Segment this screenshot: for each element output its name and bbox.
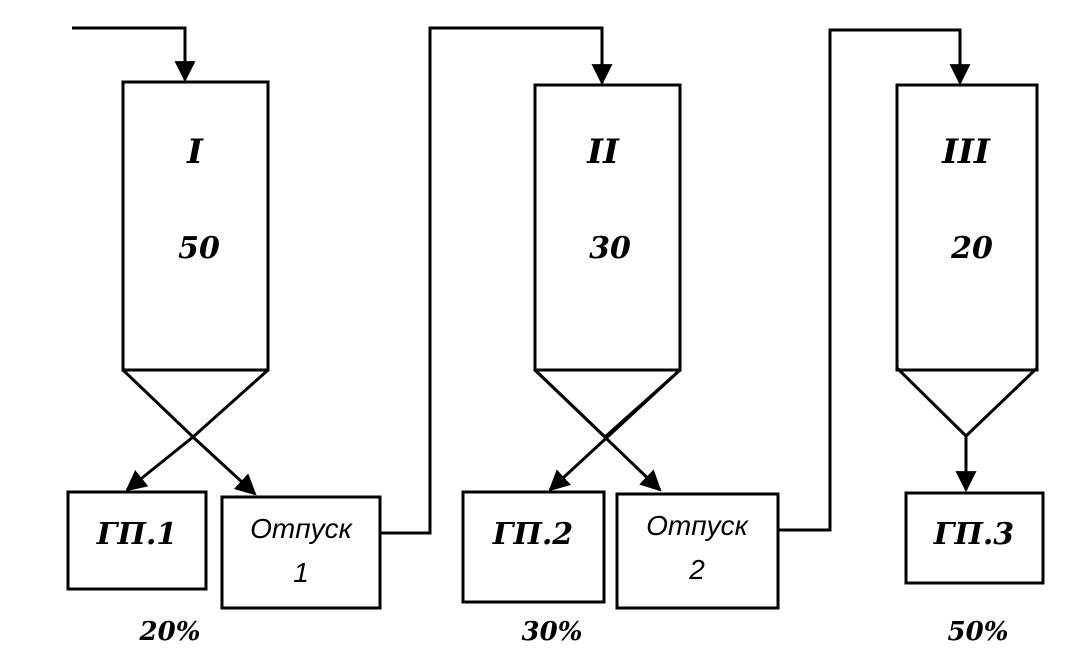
release-2-line2: 2 (688, 554, 705, 585)
stage-2-label: II (586, 132, 620, 172)
arrow-stage-2-to-release-2 (533, 368, 662, 492)
gp2-label: ГП.2 (492, 517, 573, 552)
gp3-label: ГП.3 (933, 517, 1014, 552)
stage-1-cone (121, 368, 269, 440)
arrow-stage-2-to-gp2 (548, 368, 682, 492)
inflow-arrow (72, 26, 196, 83)
stage-2-cone (533, 368, 681, 440)
release-1-line2: 1 (293, 557, 309, 588)
stage-1-vessel (121, 80, 270, 372)
gp1-label: ГП.1 (96, 517, 177, 552)
gp1-box (66, 490, 208, 591)
stage-2-vessel (533, 83, 682, 372)
gp2-percent: 30% (522, 617, 583, 647)
stage-3-value: 20 (950, 231, 993, 266)
gp2-box (461, 490, 606, 604)
stage-3-cone (895, 366, 1039, 439)
stage-1-value: 50 (178, 231, 220, 266)
gp3-box (904, 491, 1045, 585)
release-2-box (615, 492, 780, 610)
gp3-percent: 50% (948, 617, 1009, 647)
stage-2-value: 30 (589, 231, 631, 266)
gp1-percent: 20% (139, 617, 201, 647)
stage-1-label: I (186, 132, 204, 172)
release-2-line1: Отпуск (646, 510, 750, 541)
arrow-stage-1-to-gp1 (125, 435, 194, 492)
release-1-line1: Отпуск (250, 513, 354, 544)
stage-3-label: III (941, 132, 991, 172)
release-1-box (220, 495, 382, 610)
connector-release-1-to-stage-2 (380, 26, 613, 535)
stage-3-vessel (895, 83, 1039, 372)
connector-release-2-to-stage-3 (778, 28, 971, 532)
arrow-stage-1-to-release-1 (191, 435, 257, 496)
